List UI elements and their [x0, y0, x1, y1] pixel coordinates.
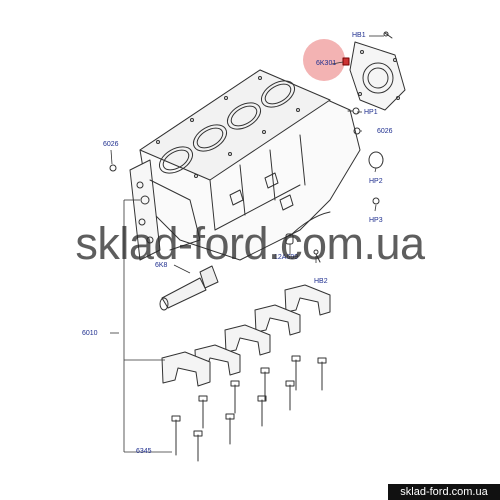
callout-hp3: HP3 — [369, 217, 383, 224]
watermark-text: sklad-ford.com.ua — [75, 218, 425, 269]
callout-6k8: 6K8 — [155, 262, 168, 269]
callout-6010: 6010 — [82, 330, 98, 337]
callout-hp2: HP2 — [369, 178, 383, 185]
callout-6026-right: 6026 — [377, 128, 393, 135]
callout-hb2: HB2 — [314, 278, 328, 285]
footer-watermark: sklad-ford.com.ua — [388, 484, 500, 500]
callout-6345: 6345 — [136, 448, 152, 455]
callout-hp1: HP1 — [364, 109, 378, 116]
callout-hb1: HB1 — [352, 32, 366, 39]
callout-12a699: 12A699 — [274, 254, 299, 261]
callout-6026-left: 6026 — [103, 141, 119, 148]
callout-6k301: 6K301 — [316, 60, 337, 67]
highlight-marker — [303, 39, 345, 81]
